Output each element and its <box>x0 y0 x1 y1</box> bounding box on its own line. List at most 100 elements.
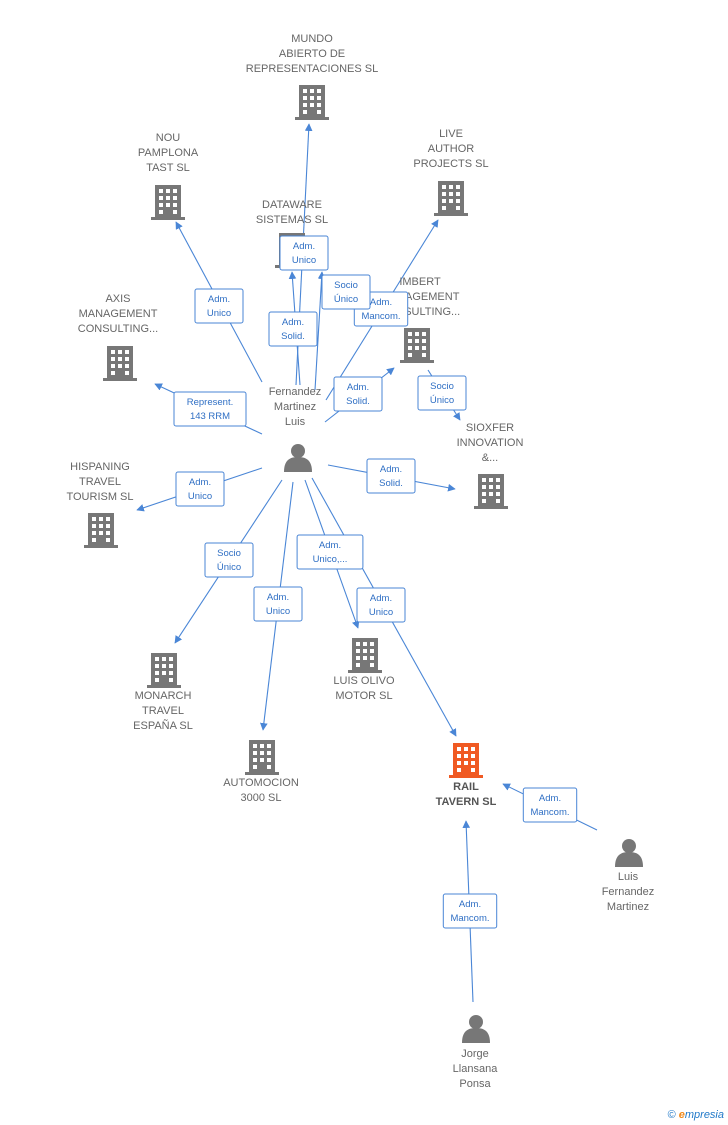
person-icon[interactable] <box>615 839 643 867</box>
company-node-axis[interactable]: AXIS MANAGEMENT CONSULTING... <box>78 293 158 381</box>
node-label[interactable]: &... <box>482 452 499 464</box>
node-label[interactable]: PROJECTS SL <box>413 158 488 170</box>
company-node-monarch[interactable]: MONARCH TRAVEL ESPAÑA SL <box>133 653 193 732</box>
node-label[interactable]: INNOVATION <box>457 437 524 449</box>
edge-label[interactable]: Adm.Solid. <box>268 311 318 347</box>
node-label[interactable]: LUIS OLIVO <box>333 675 395 687</box>
node-label[interactable]: Martinez <box>274 401 316 413</box>
building-icon[interactable] <box>84 513 118 548</box>
building-icon[interactable] <box>400 328 434 363</box>
node-label[interactable]: TAVERN SL <box>436 796 497 808</box>
company-node-luisolivo[interactable]: LUIS OLIVO MOTOR SL <box>333 638 395 702</box>
building-icon[interactable] <box>151 185 185 220</box>
company-node-live[interactable]: LIVE AUTHOR PROJECTS SL <box>413 128 489 216</box>
building-icon[interactable] <box>474 474 508 509</box>
building-icon[interactable] <box>434 181 468 216</box>
node-label[interactable]: TRAVEL <box>79 476 121 488</box>
edge-label-box[interactable] <box>175 471 225 507</box>
edge-label-text: Unico <box>188 491 212 502</box>
edge-label[interactable]: Adm.Mancom. <box>442 893 498 929</box>
company-node-rail[interactable]: RAIL TAVERN SL <box>436 743 497 808</box>
edge-label-box[interactable] <box>268 311 318 347</box>
node-label[interactable]: TAST SL <box>146 162 190 174</box>
node-label[interactable]: ABIERTO DE <box>279 48 345 60</box>
edge-label-box[interactable] <box>321 274 371 310</box>
edge-label-box[interactable] <box>417 375 467 411</box>
node-label[interactable]: Fernandez <box>269 386 322 398</box>
node-label[interactable]: IMBERT <box>399 276 441 288</box>
node-label[interactable]: TOURISM SL <box>66 491 133 503</box>
building-icon[interactable] <box>103 346 137 381</box>
node-label[interactable]: DATAWARE <box>262 199 322 211</box>
node-label[interactable]: TRAVEL <box>142 705 184 717</box>
node-label[interactable]: AUTOMOCION <box>223 777 299 789</box>
building-icon[interactable] <box>449 743 483 778</box>
company-node-hispaning[interactable]: HISPANING TRAVEL TOURISM SL <box>66 461 134 548</box>
company-node-sioxfer[interactable]: SIOXFER INNOVATION &... <box>457 422 524 509</box>
edge-label[interactable]: Adm.Unico <box>356 587 406 623</box>
person-icon[interactable] <box>462 1015 490 1043</box>
edge-label-box[interactable] <box>442 893 498 929</box>
node-label[interactable]: MONARCH <box>135 690 192 702</box>
node-label[interactable]: MUNDO <box>291 33 333 45</box>
node-label[interactable]: HISPANING <box>70 461 130 473</box>
edge-label-box[interactable] <box>296 534 364 570</box>
node-label[interactable]: PAMPLONA <box>138 147 199 159</box>
building-icon[interactable] <box>245 740 279 775</box>
node-label[interactable]: Luis <box>285 416 306 428</box>
edge-label-box[interactable] <box>366 458 416 494</box>
edge-label-box[interactable] <box>333 376 383 412</box>
node-label[interactable]: Martinez <box>607 901 649 913</box>
node-label[interactable]: LIVE <box>439 128 463 140</box>
edge-label[interactable]: Represent.143 RRM <box>173 391 247 427</box>
edge-label[interactable]: Adm.Unico <box>175 471 225 507</box>
building-icon[interactable] <box>147 653 181 688</box>
edge-label[interactable]: Adm.Unico <box>253 586 303 622</box>
building-icon[interactable] <box>348 638 382 673</box>
node-label[interactable]: Llansana <box>453 1063 499 1075</box>
company-node-automocion[interactable]: AUTOMOCION 3000 SL <box>223 740 299 804</box>
empresia-credit[interactable]: ©empresia <box>668 1109 724 1121</box>
company-node-nou[interactable]: NOU PAMPLONA TAST SL <box>138 132 199 220</box>
edge-label-box[interactable] <box>279 235 329 271</box>
edge-label-box[interactable] <box>253 586 303 622</box>
node-label[interactable]: AUTHOR <box>428 143 475 155</box>
edge-label-box[interactable] <box>356 587 406 623</box>
node-label[interactable]: Luis <box>618 871 639 883</box>
node-label[interactable]: AXIS <box>105 293 130 305</box>
edge-label-box[interactable] <box>194 288 244 324</box>
node-label[interactable]: NOU <box>156 132 181 144</box>
node-label[interactable]: 3000 SL <box>241 792 282 804</box>
building-icon[interactable] <box>295 85 329 120</box>
person-icon[interactable] <box>284 444 312 472</box>
edge-label[interactable]: Adm.Solid. <box>333 376 383 412</box>
node-label[interactable]: Fernandez <box>602 886 655 898</box>
edge-label[interactable]: Adm.Unico <box>279 235 329 271</box>
edge-label-box[interactable] <box>204 542 254 578</box>
node-label[interactable]: REPRESENTACIONES SL <box>246 63 378 75</box>
node-label[interactable]: Jorge <box>461 1048 489 1060</box>
company-node-mundo[interactable]: MUNDO ABIERTO DE REPRESENTACIONES SL <box>246 33 378 120</box>
node-label[interactable]: RAIL <box>453 781 479 793</box>
node-label[interactable]: CONSULTING... <box>78 323 158 335</box>
company-node-dataware[interactable]: DATAWARE SISTEMAS SL <box>256 199 328 268</box>
node-label[interactable]: MOTOR SL <box>335 690 392 702</box>
node-label[interactable]: Ponsa <box>459 1078 491 1090</box>
node-label[interactable]: SISTEMAS SL <box>256 214 328 226</box>
edge-label[interactable]: Adm.Solid. <box>366 458 416 494</box>
edge-label[interactable]: Adm.Unico,... <box>296 534 364 570</box>
node-label[interactable]: ESPAÑA SL <box>133 719 193 732</box>
edge-label-box[interactable] <box>522 787 578 823</box>
node-label[interactable]: SIOXFER <box>466 422 514 434</box>
edge-label-box[interactable] <box>173 391 247 427</box>
edge-label[interactable]: Adm.Mancom. <box>522 787 578 823</box>
edge-label[interactable]: Adm.Unico <box>194 288 244 324</box>
node-label[interactable]: MANAGEMENT <box>79 308 158 320</box>
edge-label-text: Adm. <box>347 382 369 393</box>
